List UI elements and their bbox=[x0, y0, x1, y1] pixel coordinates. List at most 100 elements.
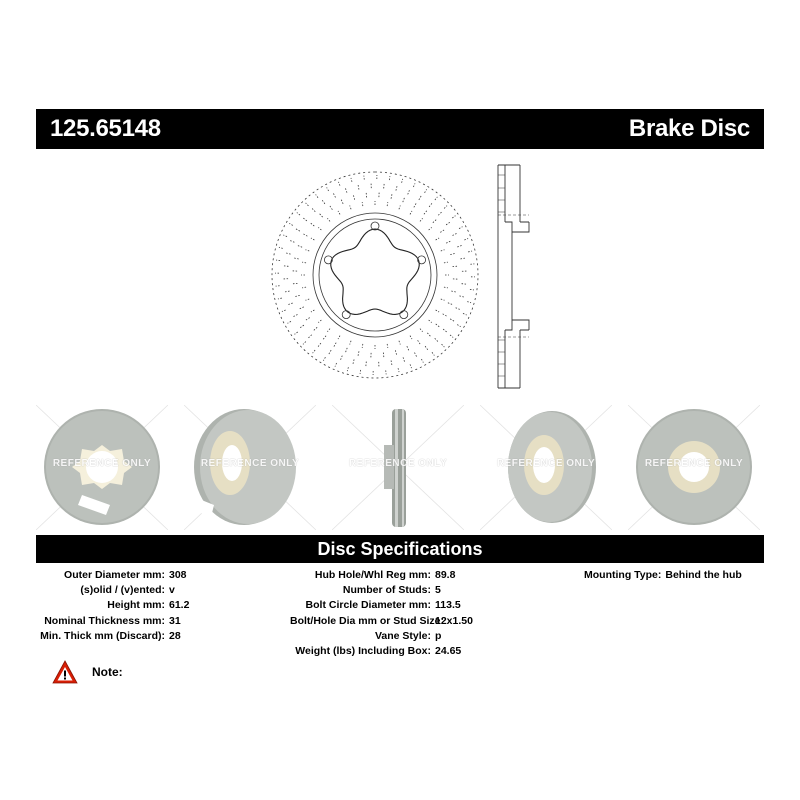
specs-column-1: Outer Diameter mm:308 (s)olid / (v)ented… bbox=[36, 568, 189, 644]
vent-mark bbox=[434, 337, 440, 343]
vent-mark bbox=[322, 335, 327, 340]
spec-row: Bolt/Hole Dia mm or Stud Size:12x1.50 bbox=[290, 614, 473, 629]
vent-mark bbox=[313, 327, 318, 331]
vent-mark bbox=[352, 194, 356, 200]
spec-label: Min. Thick mm (Discard): bbox=[40, 629, 165, 642]
vent-mark bbox=[419, 218, 423, 222]
vent-mark bbox=[447, 302, 453, 305]
vent-mark bbox=[292, 282, 298, 285]
vent-mark bbox=[337, 210, 341, 215]
vent-mark bbox=[301, 216, 308, 222]
vent-mark bbox=[424, 345, 429, 352]
vent-mark bbox=[310, 309, 315, 313]
spec-row: Vane Style:p bbox=[290, 629, 473, 644]
vent-mark bbox=[299, 306, 304, 310]
vent-mark bbox=[413, 183, 416, 188]
vent-mark bbox=[361, 202, 364, 207]
vent-mark bbox=[332, 191, 336, 198]
vent-mark bbox=[296, 212, 301, 216]
vent-mark bbox=[307, 334, 313, 340]
vent-mark bbox=[449, 318, 456, 323]
vent-mark bbox=[398, 340, 401, 345]
spec-value: 308 bbox=[169, 569, 187, 581]
stud-hole bbox=[399, 310, 409, 320]
vent-mark bbox=[421, 358, 424, 363]
spec-value: 5 bbox=[435, 584, 441, 597]
spec-value: 113.5 bbox=[435, 599, 461, 612]
thumbnail-edge: REFERENCE ONLY bbox=[332, 405, 464, 530]
vent-mark bbox=[437, 210, 443, 216]
spec-value: v bbox=[169, 584, 175, 597]
reference-thumbnails: REFERENCE ONLY REFERENCE ONLY REFERENCE … bbox=[36, 405, 764, 530]
header-bar: 125.65148 Brake Disc bbox=[36, 109, 764, 149]
vent-mark bbox=[286, 302, 293, 306]
spec-value: 89.8 bbox=[435, 569, 456, 581]
spec-row: Number of Studs: 5 bbox=[290, 583, 473, 598]
vent-mark bbox=[284, 252, 291, 255]
vent-mark bbox=[428, 227, 432, 231]
spec-row: Hub Hole/Whl Reg mm:89.8 bbox=[290, 568, 473, 583]
vent-mark bbox=[460, 257, 467, 260]
vent-mark bbox=[435, 237, 440, 241]
vent-mark bbox=[468, 250, 473, 253]
vent-mark bbox=[305, 249, 310, 252]
vent-mark bbox=[409, 335, 413, 340]
spec-row: Mounting Type:Behind the hub bbox=[584, 568, 742, 583]
vent-mark bbox=[294, 227, 301, 232]
vent-mark bbox=[294, 294, 300, 298]
vent-mark bbox=[457, 244, 464, 248]
vent-mark bbox=[450, 252, 456, 256]
vent-mark bbox=[390, 193, 393, 199]
spec-row: Nominal Thickness mm:31 bbox=[36, 614, 189, 629]
vent-mark bbox=[435, 309, 440, 313]
vent-mark bbox=[338, 181, 341, 186]
vent-mark bbox=[451, 290, 457, 293]
vent-mark bbox=[326, 187, 329, 192]
vent-mark bbox=[398, 205, 401, 210]
vent-mark bbox=[406, 346, 410, 351]
spec-row: Outer Diameter mm:308 bbox=[36, 568, 189, 583]
vent-mark bbox=[333, 342, 337, 348]
vent-mark bbox=[427, 332, 431, 337]
vent-mark bbox=[402, 197, 405, 203]
vent-mark bbox=[452, 265, 458, 268]
vent-mark bbox=[305, 317, 310, 321]
vent-mark bbox=[327, 218, 331, 222]
stud-hole bbox=[323, 255, 333, 265]
spec-label: Number of Studs: bbox=[342, 584, 431, 597]
spec-label: Nominal Thickness mm: bbox=[44, 614, 165, 627]
vent-mark bbox=[323, 356, 326, 361]
vent-mark bbox=[452, 215, 456, 219]
stud-hole bbox=[341, 310, 351, 320]
vent-mark bbox=[278, 246, 283, 249]
spec-value: 24.65 bbox=[435, 645, 462, 658]
vent-mark bbox=[456, 324, 461, 327]
vent-mark bbox=[350, 177, 353, 182]
vent-mark bbox=[417, 340, 421, 345]
disc-section-view bbox=[497, 164, 530, 389]
note: Note: bbox=[52, 660, 123, 684]
disc-front-view bbox=[271, 171, 479, 379]
spec-row: Bolt Circle Diameter mm:113.5 bbox=[290, 598, 473, 613]
vent-mark bbox=[357, 351, 360, 357]
vent-mark bbox=[283, 234, 288, 237]
vent-mark bbox=[443, 261, 448, 264]
vent-mark bbox=[321, 198, 326, 205]
vent-mark bbox=[291, 314, 298, 318]
warning-triangle-icon bbox=[52, 660, 78, 684]
vent-mark bbox=[390, 360, 393, 367]
vent-mark bbox=[318, 227, 322, 231]
vent-mark bbox=[442, 313, 448, 317]
spec-label: Mounting Type: bbox=[584, 569, 662, 581]
vent-mark bbox=[443, 286, 448, 289]
vent-mark bbox=[418, 194, 423, 201]
vent-mark bbox=[458, 226, 463, 229]
vent-mark bbox=[388, 176, 391, 181]
vent-mark bbox=[414, 352, 418, 359]
vent-mark bbox=[409, 210, 413, 215]
vent-mark bbox=[419, 328, 423, 332]
reference-watermark: REFERENCE ONLY bbox=[200, 458, 300, 469]
vent-mark bbox=[282, 265, 289, 267]
reference-watermark: REFERENCE ONLY bbox=[496, 458, 596, 469]
vent-mark bbox=[337, 335, 341, 340]
